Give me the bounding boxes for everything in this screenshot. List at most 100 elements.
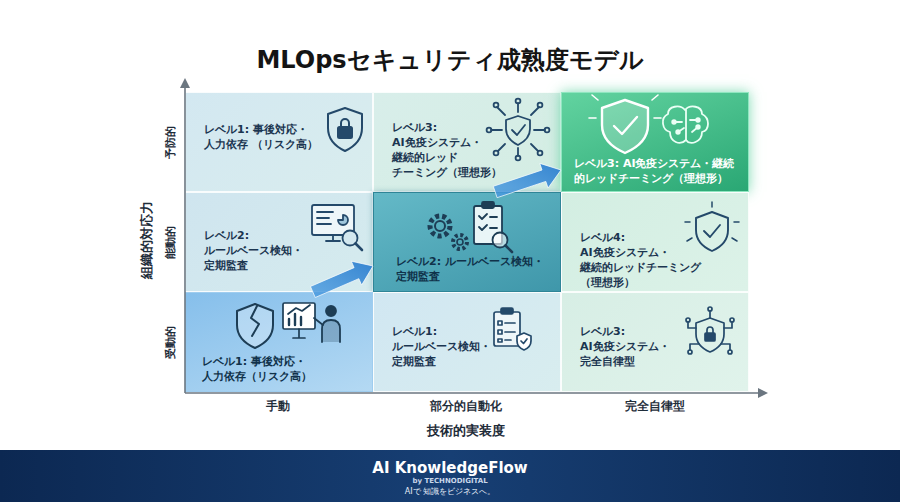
footer-text: AIで 知識をビジネスへ。	[0, 487, 900, 498]
presenter-icon-part	[326, 306, 336, 316]
shield-check-icon-part	[704, 225, 720, 237]
footer-text: by TECHNODIGITAL	[0, 477, 900, 487]
gear-icon-part	[457, 239, 463, 245]
network-shield-icon-part	[516, 99, 521, 104]
network-shield-icon-part	[494, 103, 499, 108]
row-label: 予防的	[163, 126, 178, 159]
axis-title: 技術的実装度	[427, 422, 505, 440]
column-label: 部分的自動化	[430, 399, 502, 414]
grid-cell: レベル1: 事後対応・人力依存 （リスク高）	[185, 92, 373, 192]
checklist-icon-part	[498, 321, 515, 342]
column-label: 完全自律型	[625, 399, 685, 414]
brain-network-icon-part	[696, 118, 700, 122]
circuit-shield-icon	[686, 307, 734, 354]
circuit-shield-icon-part	[707, 327, 713, 333]
immune-shield-icon	[589, 95, 661, 153]
gear-icon-part	[435, 221, 445, 231]
shield-check-icon-part	[696, 212, 728, 251]
shield-check-icon	[685, 202, 739, 251]
highlight-cell: レベル2: ルールベース検知・ 定期監査	[373, 192, 561, 292]
cell-text: レベル1: 事後対応・ 人力依存（リスク高）	[202, 355, 332, 385]
cracked-shield-icon-part	[237, 304, 273, 348]
highlight-cell: レベル3: AI免疫システム・継続 的レッドチーミング（理想形）	[561, 92, 749, 192]
axis	[180, 78, 768, 398]
presenter-icon	[314, 306, 340, 342]
footer-band: AI KnowledgeFlowby TECHNODIGITALAIで 知識をビ…	[0, 450, 900, 502]
cell-text: レベル3: AI免疫システム・継続 的レッドチーミング（理想形）	[574, 157, 746, 187]
clipboard-check-icon-part	[482, 202, 494, 208]
diagram-title: MLOpsセキュリティ成熟度モデル	[256, 44, 643, 76]
shield-lock-icon-part	[338, 127, 352, 138]
network-shield-icon-part	[545, 128, 550, 133]
network-shield-icon-part	[516, 156, 521, 161]
gear-icon	[430, 216, 467, 249]
row-label: 能動的	[163, 226, 178, 259]
shield-lock-icon-part	[328, 108, 362, 151]
circuit-shield-icon-part	[688, 311, 732, 350]
immune-shield-icon-part	[614, 117, 637, 134]
checklist-icon-part	[521, 339, 527, 344]
network-shield-icon-part	[512, 125, 525, 135]
footer-text: AI KnowledgeFlow	[0, 458, 900, 478]
chart-board-icon	[283, 303, 315, 338]
brain-network-icon-part	[674, 110, 698, 140]
monitor-audit-icon-part	[326, 235, 340, 241]
monitor-audit-icon	[312, 205, 362, 250]
network-shield-icon-part	[491, 103, 545, 156]
presenter-icon-part	[314, 318, 323, 325]
axis-part	[758, 388, 768, 398]
cell-text: レベル3: AI免疫システム・ 完全自律型	[580, 325, 680, 370]
circuit-shield-icon-part	[705, 333, 715, 341]
checklist-icon	[494, 308, 531, 350]
clipboard-check-icon-part	[506, 246, 513, 253]
monitor-audit-icon-part	[338, 215, 348, 225]
cell-text: レベル2: ルールベース検知・ 定期監査	[396, 255, 556, 285]
row-label: 受動的	[163, 326, 178, 359]
circuit-shield-icon-part	[708, 307, 712, 311]
axis-part	[184, 86, 186, 393]
circuit-shield-icon-part	[696, 318, 724, 352]
network-shield-icon-part	[538, 151, 543, 156]
network-shield-icon-part	[506, 116, 530, 145]
gear-icon-part	[430, 216, 450, 236]
shield-lock-icon	[328, 108, 362, 151]
cell-text: レベル3: AI免疫システム・ 継続的レッド チーミング（理想形）	[392, 121, 507, 181]
grid-cell: レベル1: ルールベース検知・ 定期監査	[373, 292, 561, 392]
checklist-icon-part	[517, 333, 531, 350]
checklist-icon-part	[501, 308, 513, 314]
network-shield-icon-part	[538, 103, 543, 108]
monitor-audit-icon-part	[317, 212, 333, 224]
cracked-shield-icon-part	[251, 306, 259, 336]
cell-text: レベル1: ルールベース検知・ 定期監査	[392, 325, 497, 370]
circuit-shield-icon-part	[728, 350, 732, 354]
brain-network-icon-part	[672, 120, 676, 124]
brain-network-icon-part	[676, 130, 680, 134]
monitor-audit-icon-part	[343, 231, 358, 246]
grid-cell: レベル3: AI免疫システム・ 継続的レッド チーミング（理想形）	[373, 92, 561, 192]
grid-cell: レベル3: AI免疫システム・ 完全自律型	[561, 292, 749, 392]
checklist-icon-part	[494, 312, 520, 346]
cell-text: レベル4: AI免疫システム・ 継続的レッドチーミング （理想形）	[580, 231, 705, 291]
chart-board-icon-part	[283, 303, 315, 329]
monitor-audit-icon-part	[312, 205, 354, 235]
clipboard-check-icon-part	[474, 206, 502, 244]
cracked-shield-icon	[237, 304, 273, 348]
cell-text: レベル2: ルールベース検知・ 定期監査	[204, 229, 309, 274]
brain-network-icon-part	[663, 107, 708, 143]
shield-lock-icon-part	[341, 119, 349, 127]
grid-cell: レベル4: AI免疫システム・ 継続的レッドチーミング （理想形）	[561, 192, 749, 292]
immune-shield-icon-part	[602, 100, 648, 153]
circuit-shield-icon-part	[688, 350, 692, 354]
clipboard-check-icon-part	[479, 214, 497, 230]
clipboard-check-icon	[474, 202, 512, 252]
clipboard-check-icon-part	[493, 233, 508, 248]
axis-part	[185, 392, 760, 394]
brain-network-icon-part	[696, 125, 700, 129]
circuit-shield-icon-part	[730, 318, 734, 322]
monitor-audit-icon-part	[356, 244, 363, 251]
axis-title: 組織的対応力	[138, 201, 156, 279]
network-shield-icon-part	[487, 128, 492, 133]
progress-arrow	[310, 261, 373, 297]
